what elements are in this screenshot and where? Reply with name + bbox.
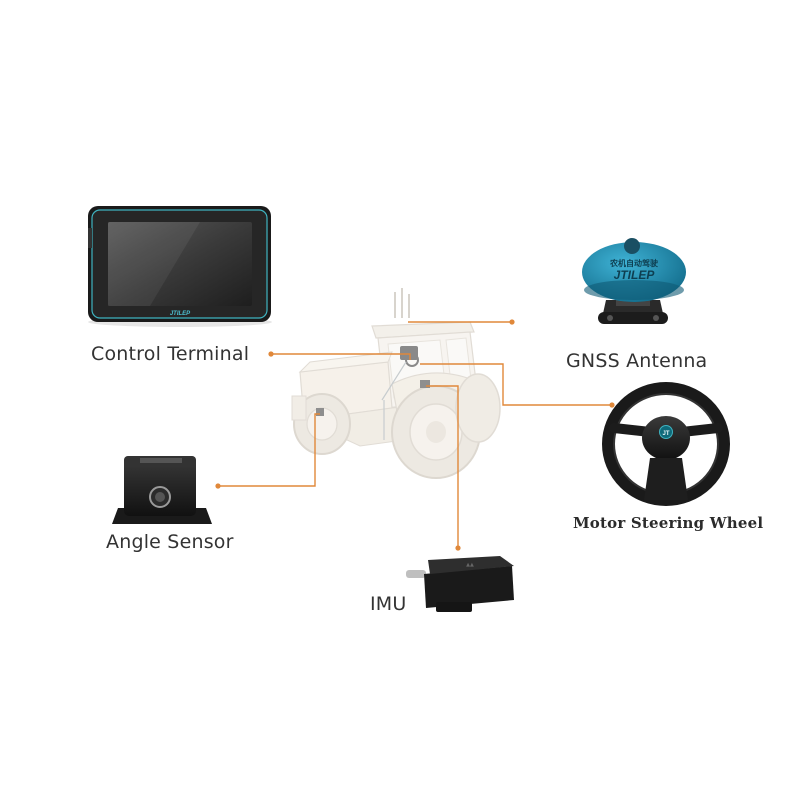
imu-device: ▲▲ <box>406 556 514 612</box>
antenna-logo-icon <box>624 238 640 254</box>
label-motor-steering-wheel: Motor Steering Wheel <box>573 514 764 532</box>
label-angle-sensor: Angle Sensor <box>106 531 234 553</box>
gnss-antenna-device: 农机自动驾驶 JTILEP <box>582 238 686 324</box>
connector-steering-wheel <box>420 363 612 406</box>
steering-wheel-device: JT <box>602 382 730 506</box>
steering-logo-icon <box>659 425 673 439</box>
connector-imu <box>426 385 459 548</box>
steering-logo-text: JT <box>662 431 669 437</box>
connector-angle-sensor <box>218 413 320 487</box>
control-terminal-device: JTILEP <box>88 206 272 327</box>
connector-control-terminal <box>271 353 411 360</box>
label-gnss-antenna: GNSS Antenna <box>566 350 708 372</box>
terminal-brand-text: JTILEP <box>170 311 191 317</box>
angle-sensor-device <box>112 456 212 524</box>
connector-lines <box>218 321 612 548</box>
label-imu: IMU <box>370 593 407 615</box>
connector-dots <box>215 319 615 551</box>
imu-brand-mark: ▲▲ <box>466 562 474 568</box>
label-control-terminal: Control Terminal <box>91 343 250 365</box>
antenna-brand-text: JTILEP <box>614 268 656 282</box>
antenna-brand-small-text: 农机自动驾驶 <box>609 258 659 268</box>
tractor-illustration <box>291 288 501 479</box>
